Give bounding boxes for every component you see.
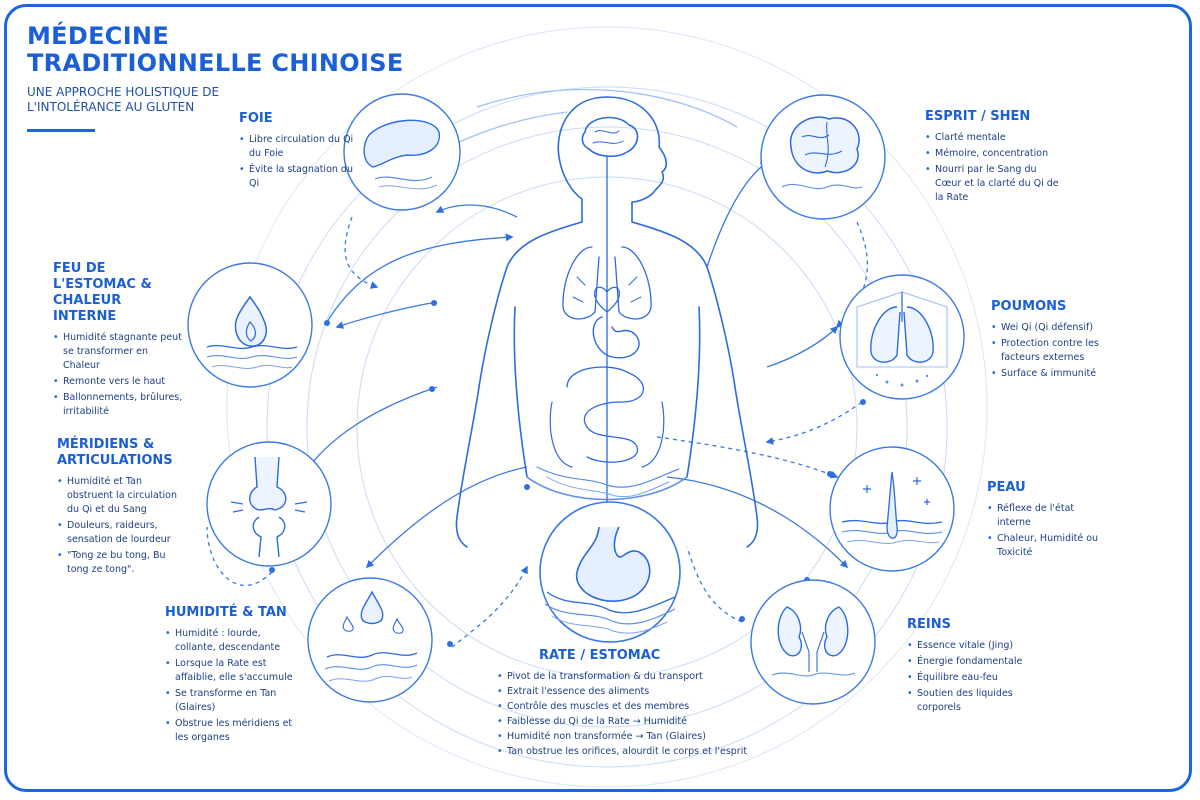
section-title: ESPRIT / SHEN — [925, 109, 1031, 124]
section-list: Humidité stagnante peut se transformer e… — [53, 331, 183, 419]
section-title: MÉRIDIENS & ARTICULATIONS — [57, 437, 173, 468]
brain-icon — [760, 94, 886, 220]
section-list: Essence vitale (Jing) Énergie fondamenta… — [907, 639, 1047, 715]
list-item: Humidité et Tan obstruent la circulation… — [57, 475, 187, 517]
list-item: Chaleur, Humidité ou Toxicité — [987, 532, 1107, 560]
list-item: Tan obstrue les orifices, alourdit le co… — [497, 745, 757, 759]
section-title: FEU DE L'ESTOMAC & CHALEUR INTERNE — [53, 261, 152, 324]
list-item: Soutien des liquides corporels — [907, 687, 1047, 715]
section-list: Humidité et Tan obstruent la circulation… — [57, 475, 187, 577]
section-title: FOIE — [239, 111, 273, 126]
list-item: "Tong ze bu tong, Bu tong ze tong". — [57, 549, 187, 577]
list-item: Contrôle des muscles et des membres — [497, 700, 757, 714]
stomach-icon — [539, 501, 681, 643]
list-item: Nourri par le Sang du Cœur et la clarté … — [925, 163, 1065, 205]
kidneys-icon — [750, 579, 876, 705]
section-peau: PEAU Réflexe de l'état interne Chaleur, … — [987, 480, 1107, 562]
list-item: Équilibre eau-feu — [907, 671, 1047, 685]
page-title: MÉDECINE TRADITIONNELLE CHINOISE — [27, 23, 404, 77]
list-item: Libre circulation du Qi du Foie — [239, 133, 359, 161]
section-list: Humidité : lourde, collante, descendante… — [165, 627, 301, 745]
poster-frame: MÉDECINE TRADITIONNELLE CHINOISE UNE APP… — [4, 4, 1192, 792]
list-item: Mémoire, concentration — [925, 147, 1065, 161]
section-list: Libre circulation du Qi du Foie Évite la… — [239, 133, 359, 191]
lungs-icon — [839, 274, 965, 400]
section-feu: FEU DE L'ESTOMAC & CHALEUR INTERNE Humid… — [53, 261, 183, 421]
list-item: Réflexe de l'état interne — [987, 502, 1107, 530]
list-item: Humidité non transformée → Tan (Glaires) — [497, 730, 757, 744]
title-line-2: TRADITIONNELLE CHINOISE — [27, 49, 404, 77]
section-list: Réflexe de l'état interne Chaleur, Humid… — [987, 502, 1107, 560]
section-foie: FOIE Libre circulation du Qi du Foie Évi… — [239, 111, 359, 193]
section-esprit: ESPRIT / SHEN Clarté mentale Mémoire, co… — [925, 109, 1065, 207]
list-item: Se transforme en Tan (Glaires) — [165, 687, 301, 715]
list-item: Protection contre les facteurs externes — [991, 337, 1115, 365]
page-subtitle: UNE APPROCHE HOLISTIQUE DE L'INTOLÉRANCE… — [27, 85, 220, 114]
title-line-1: MÉDECINE — [27, 22, 170, 50]
title-underline — [27, 129, 95, 132]
list-item: Extrait l'essence des aliments — [497, 685, 757, 699]
liver-icon — [343, 93, 461, 211]
section-reins: REINS Essence vitale (Jing) Énergie fond… — [907, 617, 1047, 717]
section-list: Wei Qi (Qi défensif) Protection contre l… — [991, 321, 1115, 381]
list-item: Wei Qi (Qi défensif) — [991, 321, 1115, 335]
list-item: Humidité stagnante peut se transformer e… — [53, 331, 183, 373]
section-title: PEAU — [987, 480, 1026, 495]
list-item: Énergie fondamentale — [907, 655, 1047, 669]
list-item: Remonte vers le haut — [53, 375, 183, 389]
section-humidite: HUMIDITÉ & TAN Humidité : lourde, collan… — [165, 605, 301, 747]
section-title: RATE / ESTOMAC — [539, 648, 661, 663]
section-title: REINS — [907, 617, 951, 632]
list-item: Faiblesse du Qi de la Rate → Humidité — [497, 715, 757, 729]
section-title: HUMIDITÉ & TAN — [165, 605, 287, 620]
list-item: Humidité : lourde, collante, descendante — [165, 627, 301, 655]
section-list: Clarté mentale Mémoire, concentration No… — [925, 131, 1065, 205]
section-meridiens: MÉRIDIENS & ARTICULATIONS Humidité et Ta… — [57, 437, 187, 579]
list-item: Essence vitale (Jing) — [907, 639, 1047, 653]
section-title: POUMONS — [991, 299, 1067, 314]
human-body-icon — [455, 96, 759, 548]
list-item: Douleurs, raideurs, sensation de lourdeu… — [57, 519, 187, 547]
water-drops-icon — [307, 577, 433, 703]
skin-hair-icon — [829, 446, 955, 572]
section-rate: RATE / ESTOMAC Pivot de la transformatio… — [497, 648, 757, 760]
section-list: Pivot de la transformation & du transpor… — [497, 670, 757, 759]
list-item: Pivot de la transformation & du transpor… — [497, 670, 757, 684]
list-item: Ballonnements, brûlures, irritabilité — [53, 391, 183, 419]
list-item: Obstrue les méridiens et les organes — [165, 717, 301, 745]
section-poumons: POUMONS Wei Qi (Qi défensif) Protection … — [991, 299, 1115, 383]
connector-arrows — [206, 88, 869, 648]
list-item: Surface & immunité — [991, 367, 1115, 381]
list-item: Lorsque la Rate est affaiblie, elle s'ac… — [165, 657, 301, 685]
knee-joint-icon — [206, 441, 332, 567]
list-item: Clarté mentale — [925, 131, 1065, 145]
fire-icon — [187, 262, 313, 388]
diagram-art — [187, 26, 988, 788]
list-item: Évite la stagnation du Qi — [239, 163, 359, 191]
